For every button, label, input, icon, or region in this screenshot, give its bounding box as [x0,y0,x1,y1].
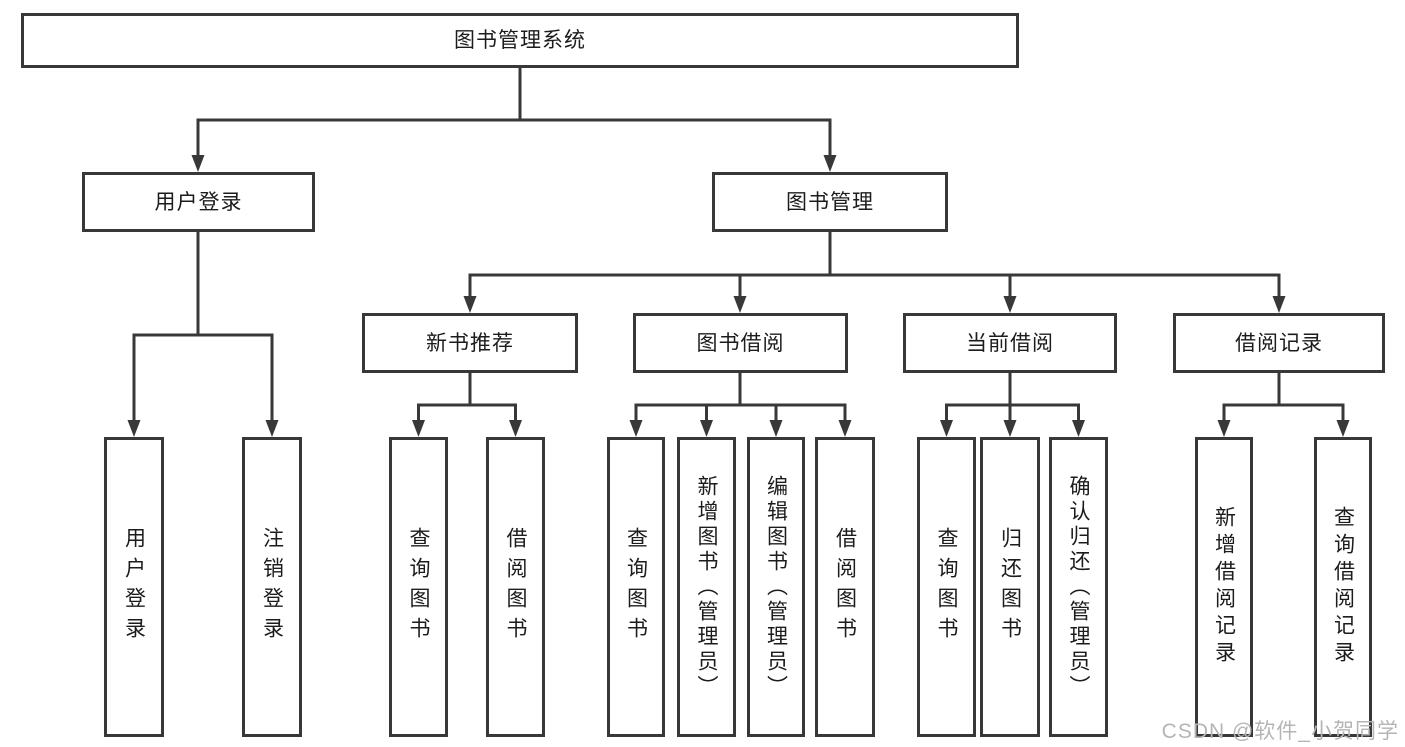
connector-user-login-to-leaves [132,232,274,423]
node-borrowing-records: 借阅记录 [1173,313,1385,373]
connector-root-to-level2 [196,68,832,158]
leaf-edit-books-admin: 编辑图书（管理员） [747,437,805,737]
leaf-confirm-return-admin: 确认归还（管理员） [1049,437,1108,737]
leaf-recommend-borrow-books: 借阅图书 [486,437,545,737]
leaf-add-books-admin: 新增图书（管理员） [677,437,736,737]
leaf-add-borrow-record: 新增借阅记录 [1195,437,1253,737]
leaf-query-borrow-record: 查询借阅记录 [1314,437,1372,737]
node-user-login: 用户登录 [82,172,315,232]
leaf-return-books: 归还图书 [980,437,1040,737]
leaf-logout: 注销登录 [242,437,302,737]
leaf-user-login: 用户登录 [104,437,164,737]
node-book-borrowing: 图书借阅 [633,313,848,373]
leaf-recommend-query-books: 查询图书 [389,437,448,737]
node-current-borrowing: 当前借阅 [903,313,1117,373]
arrowheads [127,155,1350,437]
leaf-borrow-books: 借阅图书 [815,437,875,737]
leaf-borrowing-query-books: 查询图书 [607,437,665,737]
node-root-system: 图书管理系统 [21,13,1019,68]
connector-current-borrow-to-leaves [945,373,1080,423]
connector-borrow-records-to-leaves [1222,373,1345,423]
connector-book-borrow-to-leaves [634,373,847,423]
connector-book-mgmt-to-level3 [468,232,1281,299]
connector-new-book-rec-to-leaves [417,373,517,423]
csdn-watermark: CSDN @软件_小贺同学 [1161,720,1399,743]
leaf-current-query-books: 查询图书 [917,437,976,737]
node-book-management: 图书管理 [712,172,948,232]
node-new-book-recommend: 新书推荐 [362,313,578,373]
